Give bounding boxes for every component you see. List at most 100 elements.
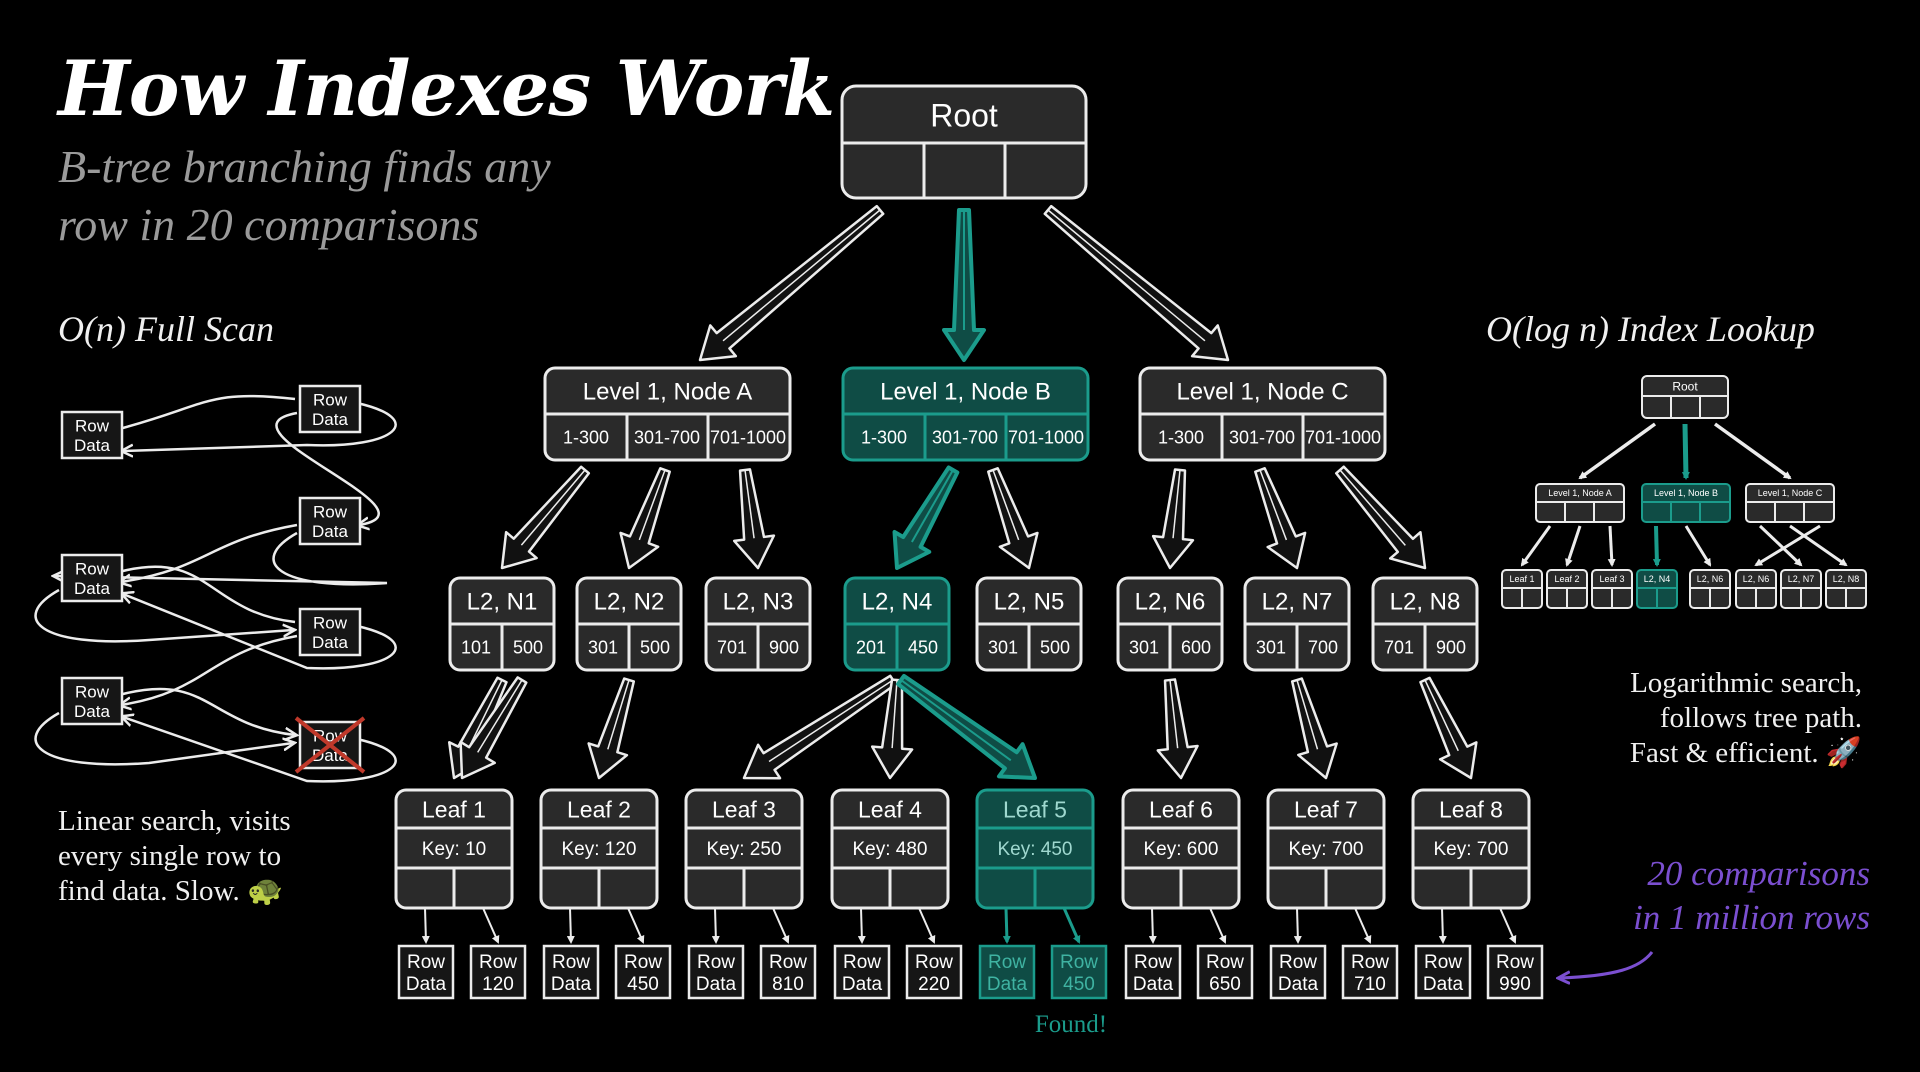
level2-node-label-line: L2, N2 (594, 589, 665, 616)
level2-node-key-line: 201 (856, 637, 886, 657)
level1-node-range: 701-1000 (1305, 427, 1381, 447)
level2-node-2: L2, N2 301 500 (575, 576, 683, 672)
scan-row-label-line: Row (75, 559, 110, 578)
leaf-node-label-line: Leaf 5 (1003, 796, 1067, 822)
mini-leaf-label: L2, N6 (1697, 574, 1724, 584)
row-data-box-frame (1341, 944, 1399, 1000)
level2-node-key: 301 (1256, 637, 1286, 657)
mini-leaf-label: Leaf 1 (1509, 574, 1534, 584)
level1-node-range-line: 701-1000 (1008, 427, 1084, 447)
row-data-label-line: Data (987, 974, 1028, 995)
level2-to-leaf-arrow (1290, 677, 1338, 780)
scan-loop-arrow (55, 531, 388, 586)
row-data-box-frame (1486, 944, 1544, 1000)
mini-leaf-node: Leaf 1 (1501, 569, 1543, 609)
scan-loop-arrow (34, 711, 293, 766)
level2-to-leaf-arrow-core (768, 679, 894, 763)
leaf-node-key-line: Key: 700 (1289, 839, 1364, 860)
level2-node-label: L2, N7 (1262, 589, 1333, 616)
row-data-label-line: Row (479, 952, 517, 973)
level1-to-level2-arrow (1254, 466, 1307, 570)
row-data-label-line: Row (624, 952, 662, 973)
level1-to-level2-arrow-core (911, 469, 954, 543)
level2-to-leaf-arrow-core (891, 679, 898, 749)
mini-level1-label-line: Level 1, Node B (1654, 488, 1718, 498)
scan-row-label-line: Data (74, 579, 110, 598)
leaf-to-row-arrow (627, 907, 645, 944)
row-data-label-line: Row (915, 952, 953, 973)
level2-node-label-line: L2, N1 (467, 589, 538, 616)
mini-leaf-label-line: Leaf 3 (1599, 574, 1624, 584)
level2-node-key: 500 (640, 637, 670, 657)
level2-node-key-line: 500 (640, 637, 670, 657)
leaf-node-key-line: Key: 480 (853, 839, 928, 860)
level1-to-level2-arrow (1334, 465, 1427, 570)
leaf-to-row-arrow (1438, 907, 1447, 944)
mini-root-arrow (1713, 422, 1792, 480)
row-data-label-line: 450 (1063, 974, 1095, 995)
tree-arrows (421, 204, 1517, 944)
level2-node-label: L2, N8 (1390, 589, 1461, 616)
row-data-box-frame (978, 944, 1036, 1000)
leaf-node-label: Leaf 3 (712, 796, 776, 822)
page-title: How Indexes Work (58, 44, 835, 133)
level2-to-leaf-arrow (742, 674, 897, 780)
row-data-label-line: 650 (1209, 974, 1241, 995)
scan-row-label-line: Row (75, 416, 110, 435)
level1-to-level2-arrow-core (638, 469, 666, 541)
level2-to-leaf-arrow-shape (1419, 676, 1478, 780)
scan-return-arrow (123, 717, 397, 783)
root-to-node-c-arrow-core (1047, 209, 1206, 342)
level1-node-range: 701-1000 (1008, 427, 1084, 447)
row-data-label-line: Row (1134, 952, 1172, 973)
level1-to-level2-arrow (987, 467, 1039, 570)
row-data-box-frame (759, 944, 817, 1000)
level1-node-range: 1-300 (1158, 427, 1204, 447)
level2-to-leaf-arrow-core (466, 679, 503, 752)
row-data-label-line: Row (1496, 952, 1534, 973)
scan-loop-arrow (34, 588, 293, 643)
mini-root-arrow (1681, 423, 1690, 480)
scan-step-arrow (121, 523, 298, 582)
root-node: Root (840, 84, 1088, 200)
scan-row-label-line: Data (312, 522, 348, 541)
level2-node-key-line: 301 (588, 637, 618, 657)
level2-node-key: 500 (513, 637, 543, 657)
leaf-node-label: Leaf 6 (1149, 796, 1213, 822)
mini-leaf-label-line: L2, N7 (1788, 574, 1815, 584)
level2-node-key-line: 450 (908, 637, 938, 657)
leaf-node-key-line: Key: 450 (998, 839, 1073, 860)
row-data-label-line: Data (1133, 974, 1174, 995)
leaf-node-label-line: Leaf 7 (1294, 796, 1358, 822)
leaf-to-row-arrow (1062, 907, 1081, 944)
mini-level1-label: Level 1, Node A (1548, 488, 1612, 498)
level1-to-level2-arrow-core (1172, 469, 1181, 539)
level2-to-leaf-arrow-shape (1156, 678, 1199, 780)
leaf-node-key: Key: 250 (707, 839, 782, 860)
scan-row-box-frame (298, 496, 362, 546)
